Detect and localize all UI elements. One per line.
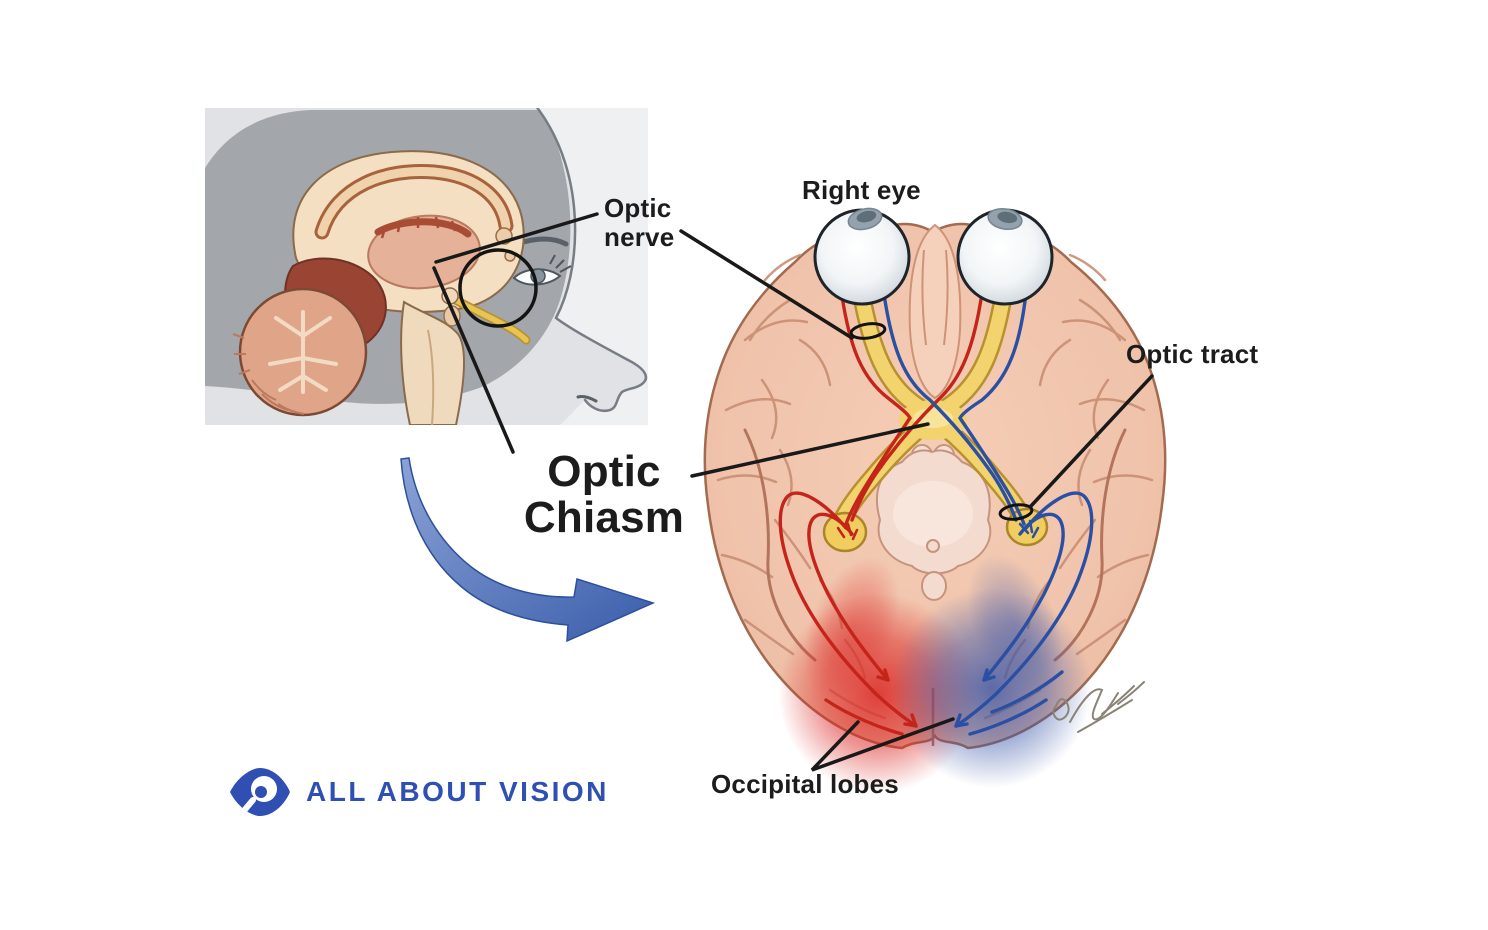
optic-nerve-leader-to-head [434, 212, 599, 264]
left-eyeball-illustration [956, 207, 1054, 306]
curved-arrow-icon [400, 457, 656, 643]
optic-nerve-annotation-ellipse [849, 322, 887, 340]
occipital-lobes-label: Occipital lobes [711, 769, 899, 799]
eye-region-annotation-circle [458, 248, 538, 328]
left-lgn [822, 511, 868, 553]
logo-text: ALL ABOUT VISION [306, 776, 609, 807]
optic-tract-leader [1029, 374, 1154, 508]
optic-chiasm-leader-to-brain [690, 422, 930, 478]
optic-chiasm-label: Optic Chiasm [523, 447, 685, 543]
optic-nerve-label: Optic nerve [604, 193, 675, 252]
occipital-lobes-leader-fork [810, 717, 955, 772]
midbrain-structure [876, 444, 992, 601]
red-visual-pathway [778, 275, 984, 736]
brain-inferior-view [703, 207, 1167, 793]
right-eyeball-illustration [813, 207, 911, 306]
right-eye-label: Right eye [802, 175, 921, 205]
all-about-vision-logo: ALL ABOUT VISION [228, 766, 609, 818]
head-cross-section-inset [205, 108, 648, 425]
eye-magnifier-icon [230, 768, 290, 816]
optic-tract-annotation-ellipse [998, 503, 1034, 521]
optic-chiasm-leader-from-head [432, 266, 515, 454]
leader-lines [432, 212, 1154, 772]
optic-tract-label: Optic tract [1126, 339, 1259, 369]
optic-nerve-leader-to-brain [679, 229, 854, 340]
artist-signature [1052, 681, 1145, 733]
